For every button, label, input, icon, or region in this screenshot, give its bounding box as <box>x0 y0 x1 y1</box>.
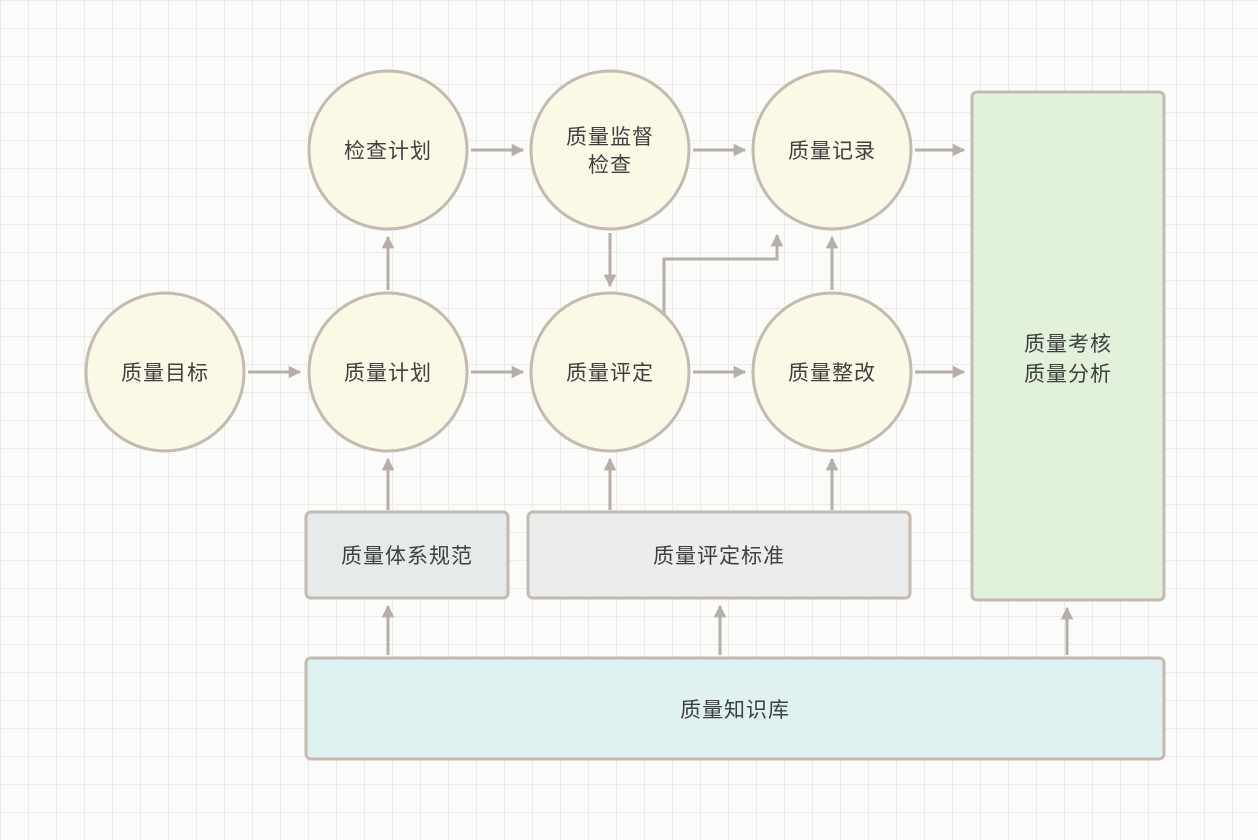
supervision-check-shape <box>529 69 691 231</box>
edge-assess-to-record <box>662 233 784 316</box>
node-system-spec: 质量体系规范 <box>304 510 510 600</box>
system-spec-label: 质量体系规范 <box>341 545 473 568</box>
quality-record-label: 质量记录 <box>788 140 876 163</box>
node-quality-plan: 质量计划 <box>307 291 469 453</box>
quality-goal-shape <box>84 291 246 453</box>
assessment-analysis-shape <box>970 90 1166 602</box>
node-supervision-check: 质量监督检查 <box>529 69 691 231</box>
quality-assess-label: 质量评定 <box>566 362 654 385</box>
node-quality-record: 质量记录 <box>751 69 913 231</box>
quality-goal-label: 质量目标 <box>121 362 209 385</box>
quality-plan-label: 质量计划 <box>344 362 432 385</box>
node-quality-assess: 质量评定 <box>529 291 691 453</box>
edge-layer <box>248 143 1074 655</box>
system-spec-shape <box>304 510 510 600</box>
inspection-plan-shape <box>307 69 469 231</box>
node-quality-rectify: 质量整改 <box>751 291 913 453</box>
assess-standard-label: 质量评定标准 <box>653 545 785 568</box>
node-assessment-analysis: 质量考核质量分析 <box>970 90 1166 602</box>
supervision-check-label: 质量监督检查 <box>566 126 654 177</box>
node-quality-goal: 质量目标 <box>84 291 246 453</box>
knowledge-base-shape <box>304 656 1166 761</box>
knowledge-base-label: 质量知识库 <box>680 699 790 722</box>
quality-plan-shape <box>307 291 469 453</box>
node-knowledge-base: 质量知识库 <box>304 656 1166 761</box>
quality-rectify-label: 质量整改 <box>788 362 876 385</box>
assess-standard-shape <box>526 510 912 600</box>
node-inspection-plan: 检查计划 <box>307 69 469 231</box>
inspection-plan-label: 检查计划 <box>344 140 432 163</box>
quality-assess-shape <box>529 291 691 453</box>
quality-record-shape <box>751 69 913 231</box>
node-assess-standard: 质量评定标准 <box>526 510 912 600</box>
assessment-analysis-label: 质量考核质量分析 <box>1024 333 1112 386</box>
quality-rectify-shape <box>751 291 913 453</box>
